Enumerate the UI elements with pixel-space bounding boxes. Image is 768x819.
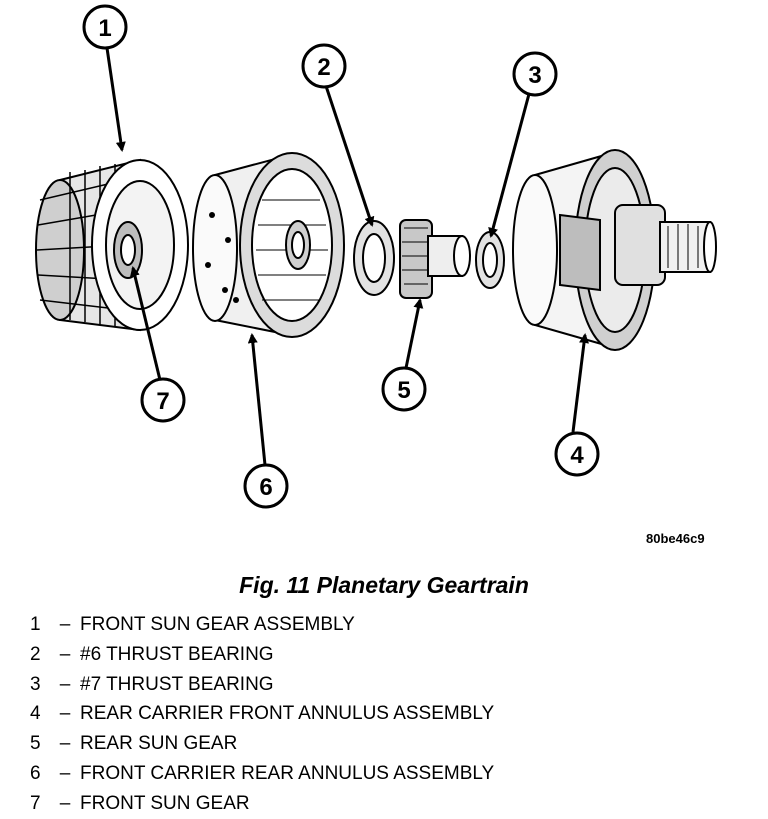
legend-item: 5–REAR SUN GEAR	[30, 729, 494, 759]
rear-carrier-front-annulus-assembly-part	[512, 149, 717, 351]
leader-arrow-3	[488, 93, 531, 238]
callout-number: 2	[317, 54, 330, 81]
callout-number: 3	[528, 62, 541, 89]
legend-label: #7 THRUST BEARING	[80, 673, 274, 695]
planetary-geartrain-diagram: 1 2 3 4 5 6 7	[35, 4, 717, 509]
legend-item: 3–#7 THRUST BEARING	[30, 670, 494, 700]
legend-item: 2–#6 THRUST BEARING	[30, 640, 494, 670]
callout-number: 5	[397, 377, 410, 404]
leader-arrow-2	[324, 85, 375, 227]
callout-2: 2	[301, 43, 347, 89]
legend-separator: –	[59, 614, 71, 635]
legend-item: 1–FRONT SUN GEAR ASSEMBLY	[30, 610, 494, 640]
legend-item: 7–FRONT SUN GEAR	[30, 789, 494, 819]
legend-label: FRONT CARRIER REAR ANNULUS ASSEMBLY	[80, 762, 495, 784]
leader-arrow-1	[105, 47, 126, 152]
legend-separator: –	[59, 673, 71, 695]
thrust-bearing-7-part	[475, 231, 505, 289]
thrust-bearing-6-part	[353, 220, 395, 296]
leader-arrow-6	[247, 333, 267, 466]
front-carrier-rear-annulus-assembly-part	[192, 152, 345, 338]
callout-number: 1	[98, 15, 111, 42]
legend-label: FRONT SUN GEAR ASSEMBLY	[80, 614, 355, 635]
legend-number: 7	[30, 792, 41, 814]
figure-id: 80be46c9	[646, 531, 705, 546]
callout-5: 5	[381, 366, 427, 412]
legend-separator: –	[59, 733, 71, 755]
legend-number: 4	[30, 703, 41, 725]
callout-4: 4	[554, 431, 600, 477]
legend-number: 3	[30, 673, 41, 695]
callout-number: 6	[259, 474, 272, 501]
parts-legend: 1–FRONT SUN GEAR ASSEMBLY 2–#6 THRUST BE…	[30, 610, 494, 819]
leader-arrows	[105, 47, 589, 466]
legend-number: 2	[30, 643, 41, 665]
callout-6: 6	[243, 463, 289, 509]
figure-caption: Fig. 11 Planetary Geartrain	[239, 572, 529, 598]
legend-label: #6 THRUST BEARING	[80, 643, 274, 665]
legend-number: 1	[30, 614, 41, 635]
legend-label: FRONT SUN GEAR	[80, 792, 250, 814]
legend-number: 5	[30, 733, 41, 755]
leader-arrow-5	[404, 298, 424, 369]
callout-number: 4	[570, 442, 584, 469]
legend-item: 4–REAR CARRIER FRONT ANNULUS ASSEMBLY	[30, 699, 494, 729]
legend-separator: –	[59, 792, 71, 814]
callout-3: 3	[512, 51, 558, 97]
front-sun-gear-assembly-part	[35, 158, 189, 332]
leader-arrow-7	[130, 266, 162, 381]
legend-separator: –	[59, 703, 71, 725]
legend-label: REAR CARRIER FRONT ANNULUS ASSEMBLY	[80, 703, 495, 725]
legend-label: REAR SUN GEAR	[80, 733, 238, 755]
callout-number: 7	[156, 388, 169, 415]
legend-separator: –	[59, 762, 71, 784]
legend-separator: –	[59, 643, 71, 665]
callout-7: 7	[140, 377, 186, 423]
callout-1: 1	[82, 4, 128, 50]
rear-sun-gear-part	[399, 219, 471, 299]
legend-number: 6	[30, 762, 41, 784]
legend-item: 6–FRONT CARRIER REAR ANNULUS ASSEMBLY	[30, 759, 494, 789]
leader-arrow-4	[571, 333, 589, 433]
